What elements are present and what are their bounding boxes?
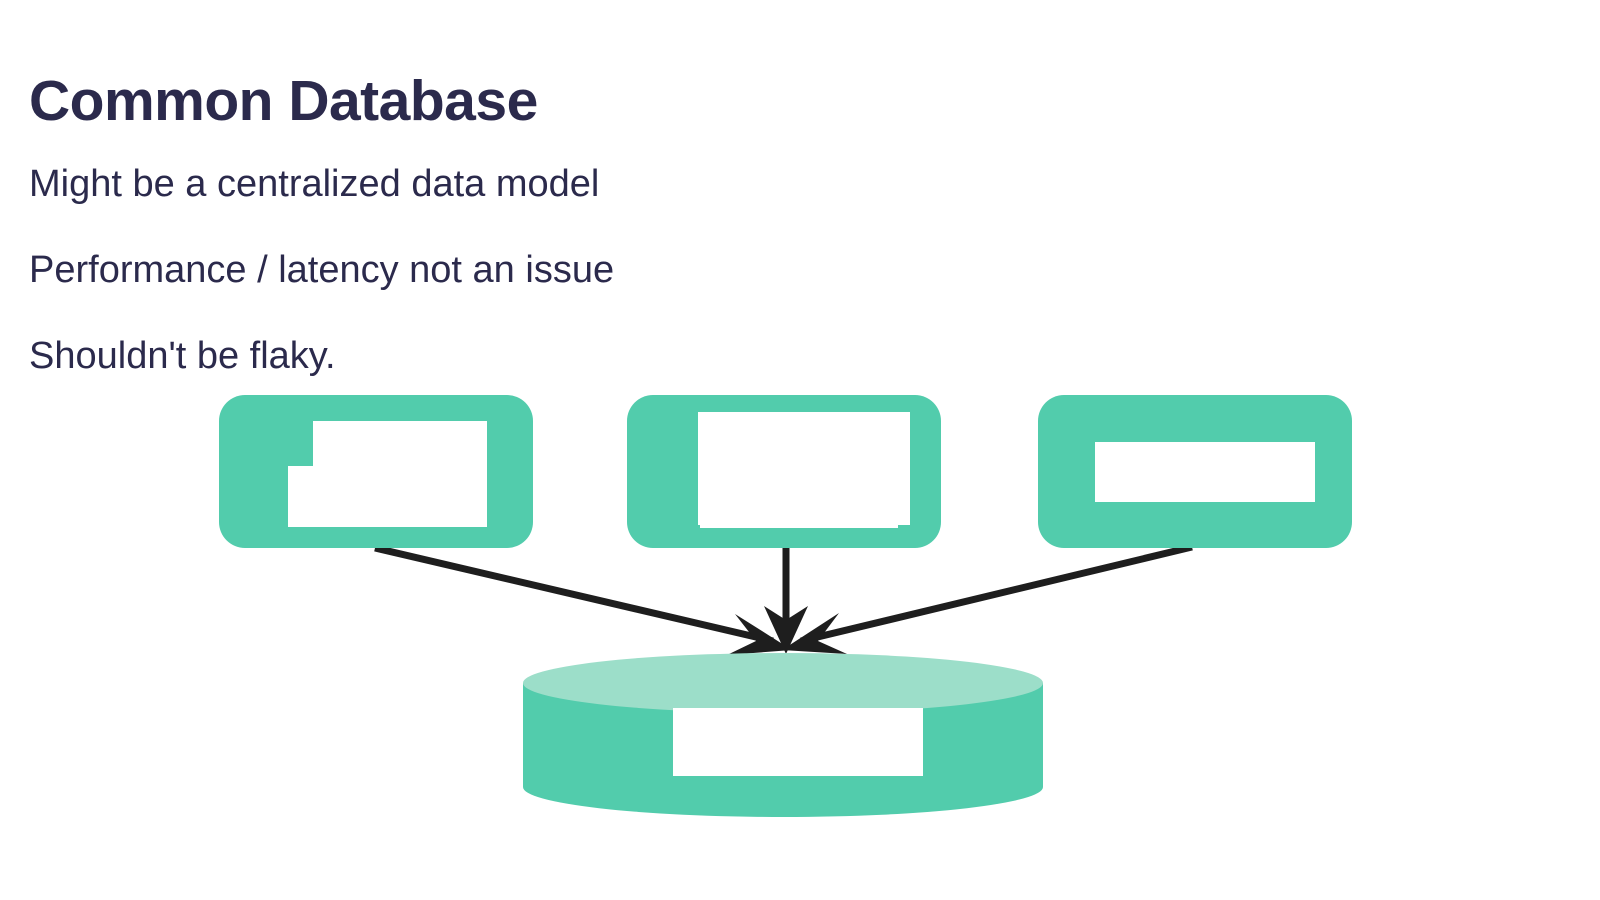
service-box-1-redaction-bottom (288, 466, 487, 527)
arrowhead-left-icon (727, 614, 792, 655)
service-box-3-redaction (1095, 442, 1315, 502)
shared-database-cylinder[interactable] (523, 653, 1043, 817)
edge-service-3-to-database (782, 543, 1193, 654)
bullet-line-1: Might be a centralized data model (29, 163, 600, 205)
database-body (523, 683, 1043, 817)
page-title: Common Database (29, 69, 538, 133)
bullet-line-3: Shouldn't be flaky. (29, 335, 336, 377)
database-label-redaction (673, 708, 923, 776)
service-box-2-redaction-bottom (700, 470, 898, 528)
arrowhead-middle-icon (764, 606, 808, 654)
service-box-1-redaction-top (313, 421, 487, 527)
database-top-ellipse (523, 653, 1043, 713)
service-box-3-shape (1038, 395, 1352, 548)
bullet-list: Might be a centralized data model Perfor… (29, 165, 1029, 423)
service-box-3[interactable] (1038, 395, 1352, 548)
edge-service-2-to-database (764, 548, 808, 654)
edge-service-1-to-database (374, 544, 792, 655)
bullet-line-2: Performance / latency not an issue (29, 249, 615, 291)
arrowhead-right-icon (782, 613, 847, 654)
service-box-2-redaction-top (698, 412, 910, 525)
